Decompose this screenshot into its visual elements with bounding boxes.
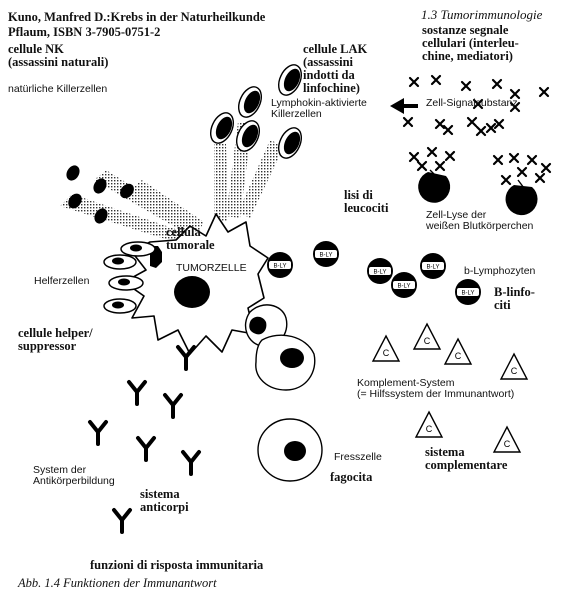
nk-cell	[120, 183, 134, 199]
complement-triangle: C	[412, 322, 442, 350]
nk-cell	[66, 165, 80, 181]
nk-cell	[93, 178, 107, 194]
label-blymph-de: b-Lymphozyten	[464, 265, 536, 277]
complement-triangle: C	[443, 337, 473, 365]
complement-triangle: C	[499, 352, 529, 380]
phagocyte	[255, 334, 316, 391]
b-lymphocyte-label: B-LY	[398, 284, 411, 290]
lysed-cell-2	[492, 152, 552, 216]
citation-line2: Pflaum, ISBN 3-7905-0751-2	[8, 25, 161, 39]
complement-symbol: C	[424, 336, 431, 346]
label-tumor-de: TUMORZELLE	[176, 262, 247, 274]
b-lymphocytes: B-LY B-LY B-LY B-LY B-LY B-LY	[267, 241, 481, 305]
lak-cells	[209, 64, 303, 159]
complement-symbol: C	[504, 439, 511, 449]
b-lymphocyte: B-LY	[367, 258, 393, 284]
lak-cell	[209, 112, 235, 144]
complement-triangle: C	[492, 425, 522, 453]
nk-beams	[60, 170, 204, 246]
complement-system: C C C C C C	[371, 322, 529, 453]
phagocyte	[257, 418, 323, 482]
label-helper-it: cellule helper/ suppressor	[18, 326, 93, 354]
label-blymph-it: B-linfo- citi	[494, 285, 535, 313]
complement-triangle: C	[414, 410, 444, 438]
label-lysis-de: Zell-Lyse der weißen Blutkörperchen	[426, 209, 534, 233]
label-complement-de: Komplement-System (= Hilfssystem der Imm…	[357, 377, 515, 401]
label-lak-de: Lymphokin-aktivierte Killerzellen	[271, 97, 367, 121]
lak-cell	[277, 127, 303, 159]
lak-cell	[277, 64, 303, 96]
label-helper-de: Helferzellen	[34, 275, 90, 287]
caption-de: Abb. 1.4 Funktionen der Immunantwort	[18, 576, 217, 590]
citation-line1: Kuno, Manfred D.:Krebs in der Naturheilk…	[8, 10, 266, 24]
antibody-icon	[127, 380, 147, 406]
helper-cell	[108, 275, 144, 291]
nk-cell	[94, 208, 108, 224]
label-antibody-it: sistema anticorpi	[140, 487, 189, 515]
label-phago-it: fagocita	[330, 470, 373, 484]
label-signal-it: sostanze segnale cellulari (interleu- ch…	[422, 23, 519, 64]
complement-triangle: C	[371, 334, 401, 362]
label-lak-it: cellule LAK (assassini indotti da linfoc…	[303, 42, 368, 96]
lak-cell	[237, 86, 263, 118]
helper-cell	[103, 254, 137, 270]
section-title: 1.3 Tumorimmunologie	[421, 7, 543, 22]
antibody-icon	[163, 393, 183, 419]
b-lymphocyte: B-LY	[455, 279, 481, 305]
antibody-icon	[181, 450, 201, 476]
complement-symbol: C	[383, 348, 390, 358]
b-lymphocyte-label: B-LY	[374, 270, 387, 276]
tumor-cell	[123, 213, 269, 355]
b-lymphocyte-label: B-LY	[274, 264, 287, 270]
lysed-leukocytes	[408, 146, 552, 216]
complement-symbol: C	[511, 366, 518, 376]
lysed-cell-1	[408, 146, 456, 203]
b-lymphocyte: B-LY	[391, 272, 417, 298]
nk-cell	[68, 193, 82, 209]
helper-cell	[103, 298, 137, 314]
antibody-icon	[176, 345, 196, 371]
antibody-icon	[88, 420, 108, 446]
antibody-icon	[112, 508, 132, 534]
label-nk-it: cellule NK (assassini naturali)	[8, 42, 109, 70]
b-lymphocyte: B-LY	[420, 253, 446, 279]
label-nk-de: natürliche Killerzellen	[8, 83, 108, 95]
helper-cells	[103, 241, 156, 314]
b-lymphocyte-label: B-LY	[320, 253, 333, 259]
antibody-icon	[136, 436, 156, 462]
b-lymphocyte: B-LY	[313, 241, 339, 267]
label-lysis-it: lisi di leucociti	[344, 188, 389, 216]
complement-symbol: C	[455, 351, 462, 361]
b-lymphocyte-label: B-LY	[427, 265, 440, 271]
phagocytes	[244, 304, 323, 482]
label-signal-de: Zell-Signalsubstanz	[426, 97, 518, 109]
helper-cell	[120, 241, 156, 257]
label-antibody-de: System der Antikörperbildung	[33, 464, 115, 488]
nk-cells	[66, 165, 134, 224]
caption-it: funzioni di risposta immunitaria	[90, 558, 264, 572]
complement-symbol: C	[426, 424, 433, 434]
lak-cell	[235, 120, 261, 152]
signal-arrow	[390, 98, 418, 114]
label-phago-de: Fresszelle	[334, 451, 382, 463]
b-lymphocyte: B-LY	[267, 252, 293, 278]
label-complement-it: sistema complementare	[425, 445, 508, 473]
b-lymphocyte-label: B-LY	[462, 291, 475, 297]
label-tumor-it: cellula tumorale	[166, 225, 215, 253]
